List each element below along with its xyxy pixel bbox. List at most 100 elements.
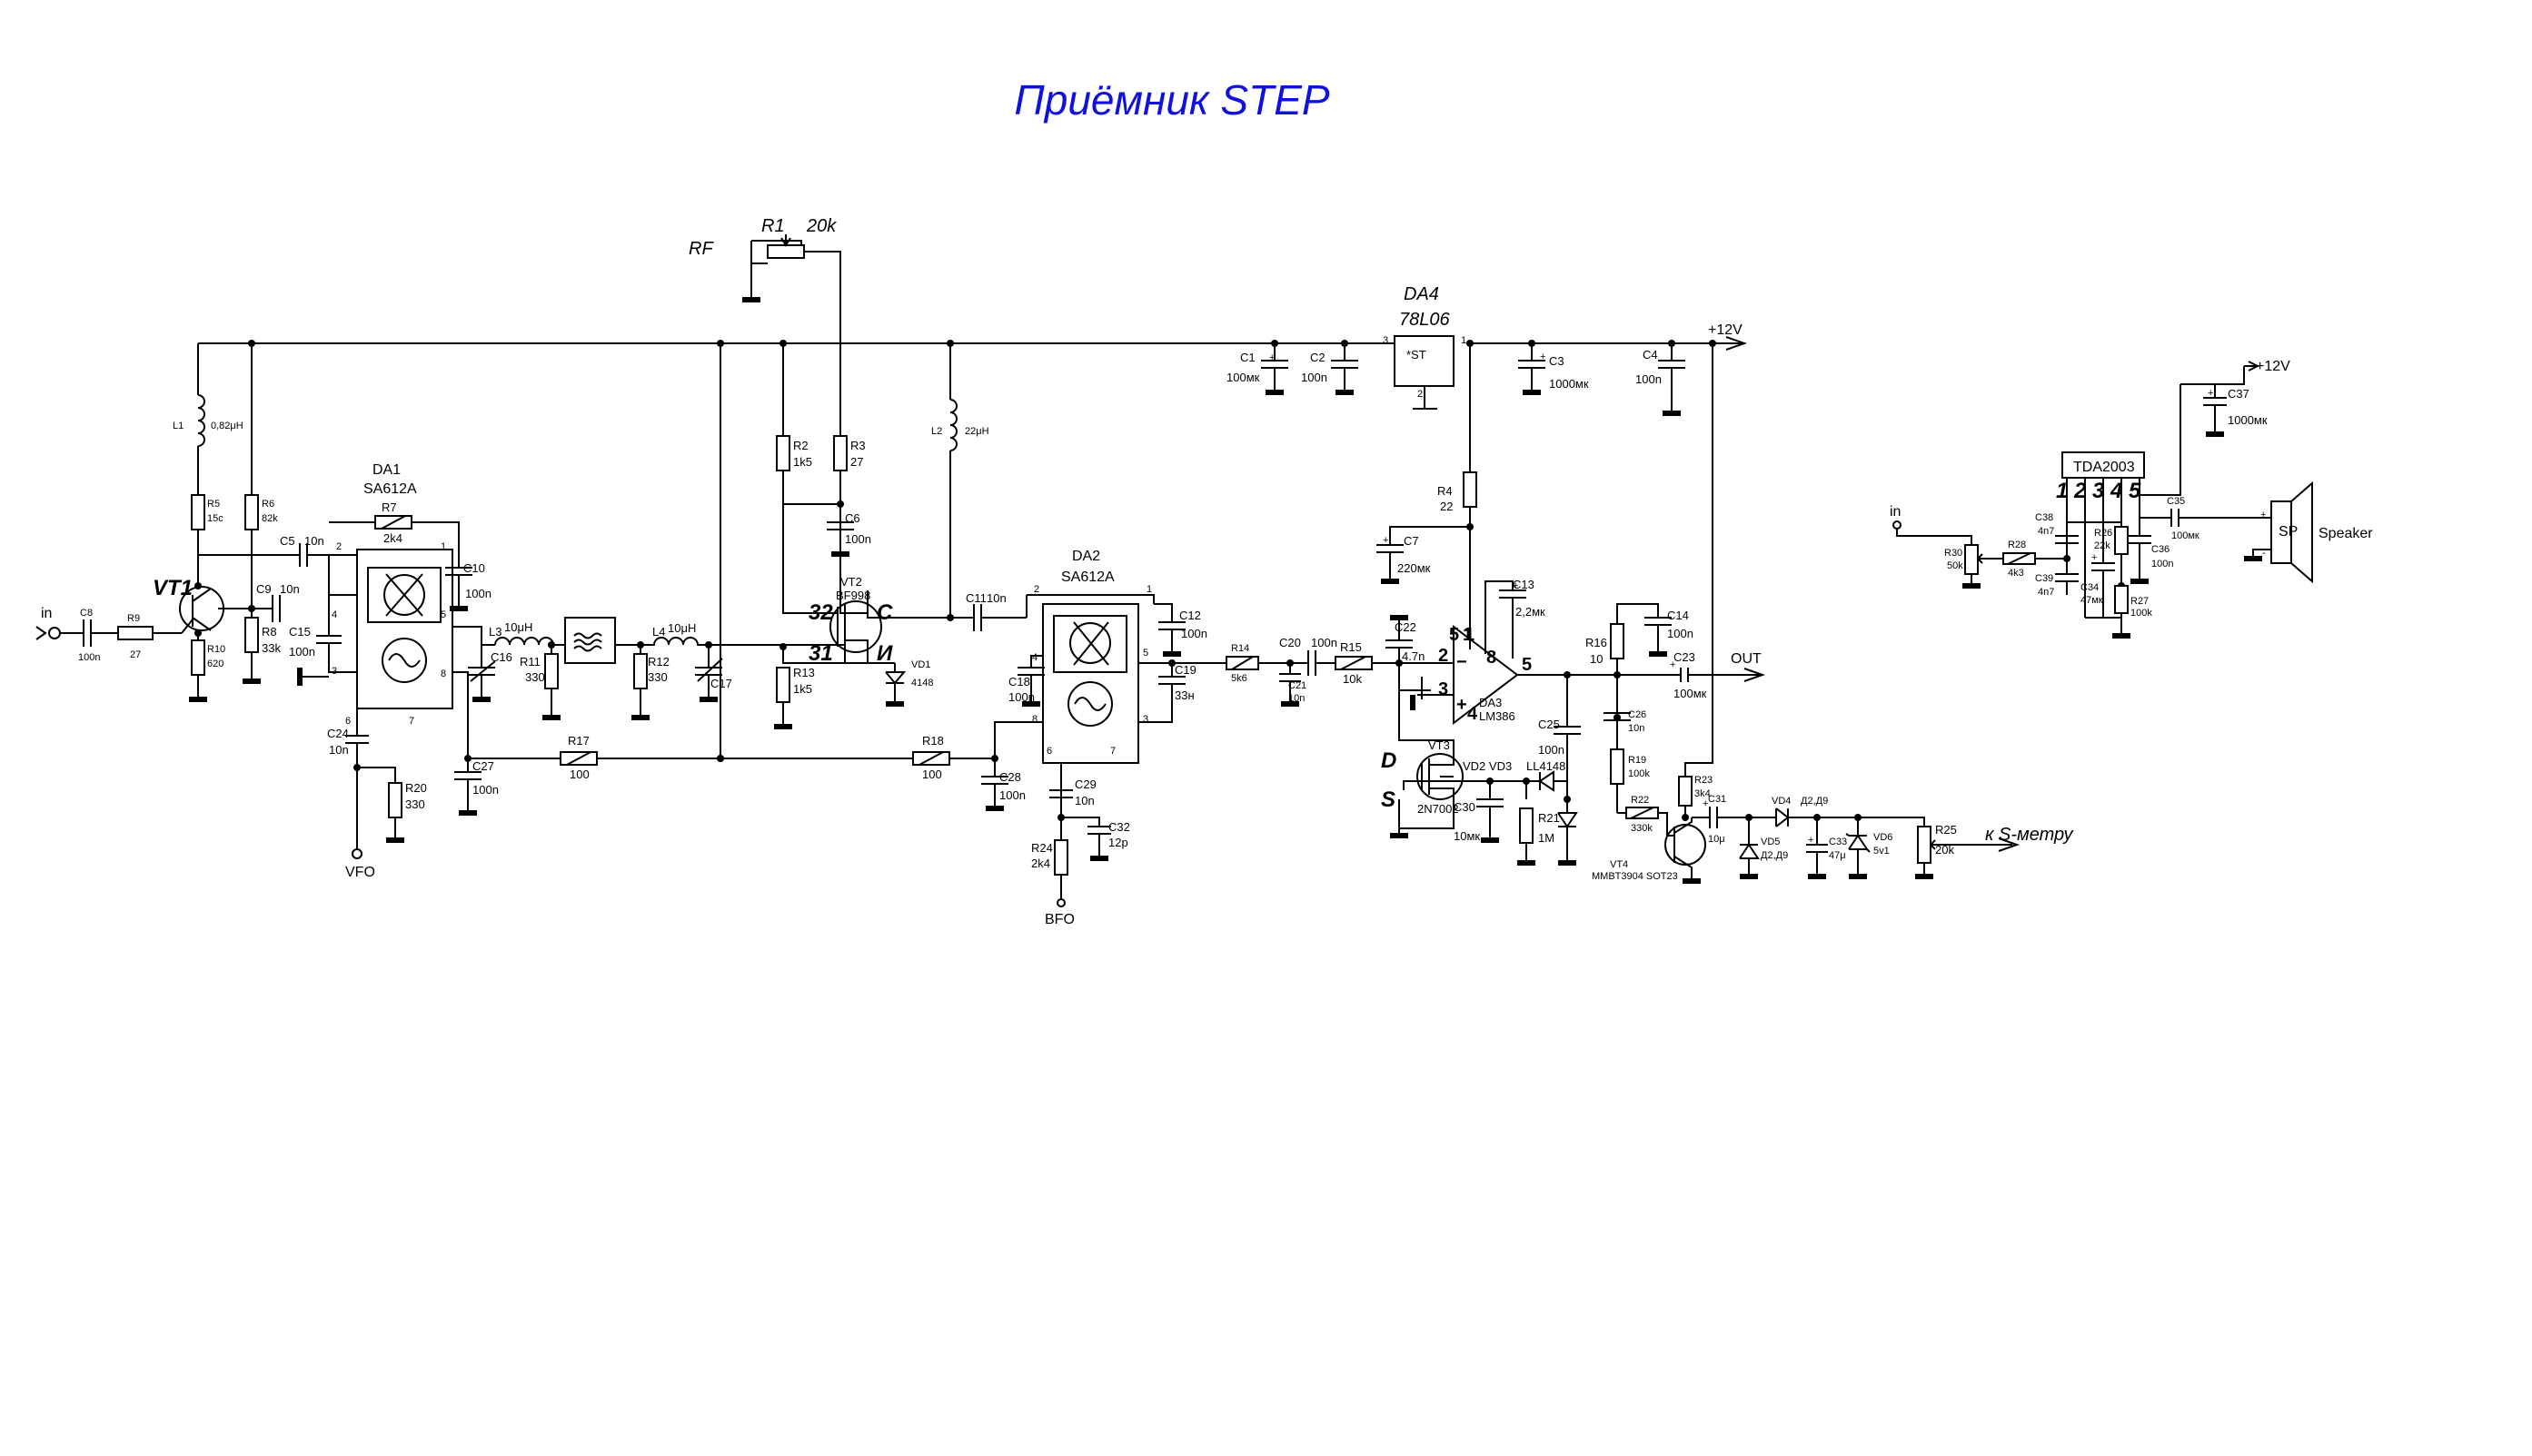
da1-ref: DA1 [372, 462, 401, 478]
da1-part: SA612A [363, 481, 417, 497]
svg-text:+: + [1269, 352, 1275, 363]
svg-text:100n: 100n [1635, 372, 1662, 386]
svg-text:C9: C9 [256, 582, 272, 596]
svg-text:20k: 20k [1935, 843, 1954, 857]
svg-text:20k: 20k [806, 216, 837, 236]
rf-label: RF [689, 239, 714, 259]
vt3-ref: VT3 [1428, 738, 1450, 752]
svg-text:27: 27 [130, 649, 141, 660]
svg-text:D: D [1381, 748, 1396, 773]
da2-part: SA612A [1061, 570, 1115, 585]
svg-text:5: 5 [1143, 648, 1148, 659]
svg-text:C22: C22 [1395, 620, 1416, 634]
svg-text:10μ: 10μ [1708, 834, 1725, 845]
crystal-filter [564, 617, 616, 664]
svg-text:R8: R8 [262, 625, 277, 639]
svg-text:R17: R17 [568, 734, 590, 748]
svg-text:3k4: 3k4 [1694, 788, 1711, 799]
svg-text:C10: C10 [463, 561, 485, 575]
svg-text:R24: R24 [1031, 841, 1053, 855]
bfo-label: BFO [1045, 912, 1075, 927]
speaker-label: Speaker [2319, 526, 2373, 541]
svg-text:12p: 12p [1108, 836, 1128, 849]
svg-text:C35: C35 [2167, 496, 2185, 507]
ground-symbols-rail [1266, 390, 1681, 416]
svg-text:R21: R21 [1538, 811, 1560, 825]
capacitor-c4: C4 100n [1635, 343, 1685, 413]
svg-text:C24: C24 [327, 727, 349, 740]
svg-text:1k5: 1k5 [793, 455, 812, 469]
smeter-label: к S-метру [1985, 825, 2074, 845]
svg-text:100: 100 [922, 768, 942, 781]
svg-text:C18: C18 [1008, 675, 1030, 688]
capacitor-c1: + C1 100мк [1226, 343, 1288, 392]
svg-text:100мк: 100мк [1226, 371, 1260, 384]
svg-text:8: 8 [1032, 714, 1038, 725]
svg-text:C25: C25 [1538, 718, 1560, 731]
svg-text:R30: R30 [1944, 548, 1962, 559]
svg-text:100n: 100n [472, 783, 499, 797]
svg-text:4: 4 [1467, 704, 1478, 724]
svg-text:C23: C23 [1673, 650, 1695, 664]
svg-text:2: 2 [1438, 646, 1448, 666]
svg-text:5: 5 [2129, 479, 2141, 503]
svg-text:L4: L4 [652, 625, 665, 639]
svg-text:C28: C28 [999, 770, 1021, 784]
bandpass-filter: C16 L3 10μH R11 330 R12 330 L4 10μH C17 [468, 617, 845, 720]
svg-text:R6: R6 [262, 499, 274, 510]
da4-ref: DA4 [1404, 284, 1439, 304]
tda-part: TDA2003 [2073, 460, 2135, 475]
svg-text:330: 330 [525, 670, 545, 684]
svg-text:1: 1 [1147, 584, 1152, 595]
da4-part: 78L06 [1399, 310, 1450, 330]
svg-text:+: + [1670, 659, 1675, 670]
regulator-da4: DA4 78L06 *ST 3 1 2 [1383, 284, 1466, 410]
svg-text:C26: C26 [1628, 709, 1646, 720]
svg-text:*ST: *ST [1406, 348, 1426, 362]
svg-text:100n: 100n [78, 652, 100, 663]
svg-text:82k: 82k [262, 513, 278, 524]
svg-text:10n: 10n [304, 534, 324, 548]
svg-text:+: + [2091, 552, 2097, 563]
svg-text:C13: C13 [1513, 578, 1534, 591]
svg-text:C30: C30 [1454, 800, 1475, 814]
svg-text:R12: R12 [648, 655, 670, 669]
svg-text:10k: 10k [1343, 672, 1362, 686]
schematic-title: Приёмник STEP [1014, 76, 1329, 124]
svg-text:R22: R22 [1631, 795, 1649, 806]
svg-text:L1: L1 [173, 421, 184, 431]
svg-text:Д2,Д9: Д2,Д9 [1801, 796, 1828, 807]
svg-text:C34: C34 [2080, 582, 2099, 593]
svg-text:C16: C16 [491, 650, 512, 664]
capacitor-c3: + C3 1000мк [1518, 343, 1589, 392]
svg-text:3: 3 [2092, 479, 2105, 503]
agc-circuit: VT3 2N7002 D S C30 10мк VD2 VD3 LL4148 R… [1381, 663, 1578, 866]
svg-text:5: 5 [1522, 655, 1532, 675]
svg-text:+: + [2208, 388, 2213, 399]
svg-text:C6: C6 [845, 511, 860, 525]
svg-text:10мк: 10мк [1454, 829, 1480, 843]
svg-text:R28: R28 [2008, 540, 2026, 550]
rf-amp-vt2: RF R1 20k R2 1k5 R3 27 C6 100n VT2 BF998… [689, 216, 1027, 762]
svg-text:100n: 100n [1538, 743, 1564, 757]
svg-text:50k: 50k [1947, 560, 1963, 571]
da3-ref: DA3 [1479, 696, 1502, 709]
svg-text:C11: C11 [966, 591, 987, 605]
svg-text:R19: R19 [1628, 755, 1646, 766]
svg-text:-: - [2262, 548, 2266, 559]
svg-text:3: 3 [1383, 335, 1388, 346]
svg-text:100k: 100k [2130, 608, 2152, 619]
svg-text:1: 1 [1461, 335, 1466, 346]
vt3-transistor [1416, 753, 1464, 800]
capacitor-c2: C2 100n [1301, 343, 1358, 392]
svg-text:C33: C33 [1829, 837, 1847, 847]
svg-text:100n: 100n [1301, 371, 1327, 384]
vt4-part: MMBT3904 SOT23 [1592, 871, 1678, 882]
vt3-part: 2N7002 [1417, 802, 1459, 816]
svg-text:R15: R15 [1340, 640, 1362, 654]
svg-text:C8: C8 [80, 608, 93, 619]
svg-text:7: 7 [409, 716, 414, 727]
svg-text:7: 7 [1110, 746, 1116, 757]
svg-text:Д2,Д9: Д2,Д9 [1761, 850, 1788, 861]
